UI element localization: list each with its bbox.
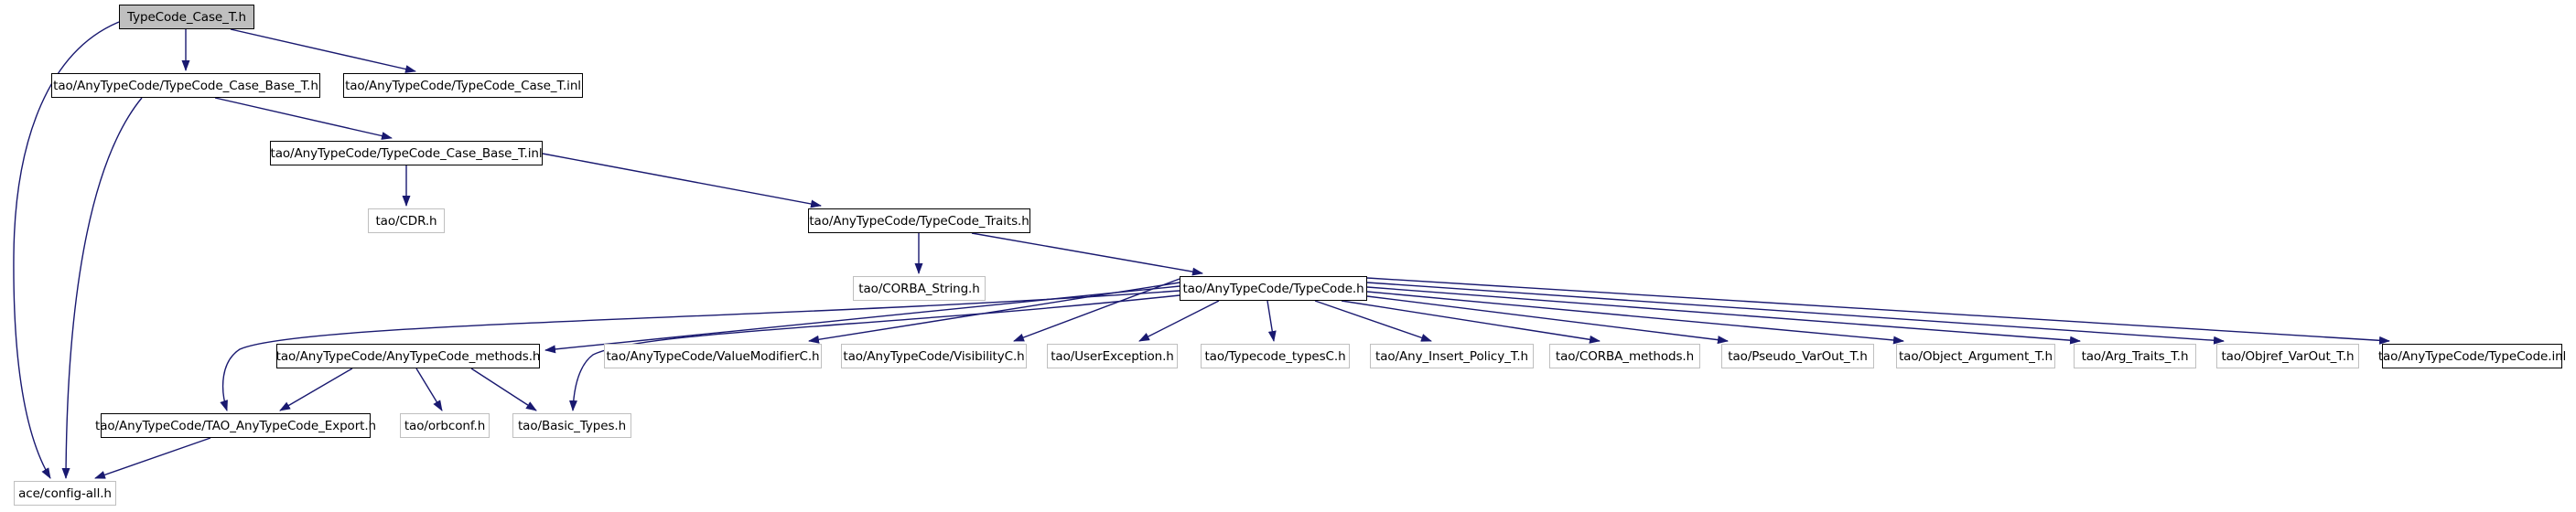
node-basic-types-h: tao/Basic_Types.h [512,413,631,438]
node-object-argument-t-h: tao/Object_Argument_T.h [1896,344,2055,368]
node-objref-varout-t-h: tao/Objref_VarOut_T.h [2216,344,2359,368]
edge-typecode_h-to-userexception_h [1138,300,1220,342]
edge-case_base_t_h-to-ace_config_all_h [61,97,143,479]
node-arg-traits-t-h: tao/Arg_Traits_T.h [2074,344,2196,368]
node-valuemodifierc-h: tao/AnyTypeCode/ValueModifierC.h [604,344,822,368]
node-case-base-t-h[interactable]: tao/AnyTypeCode/TypeCode_Case_Base_T.h [51,73,320,98]
edge-typecode_h-to-corba_methods_h [1341,300,1601,344]
edge-typecode_h-to-tao_anytypecode_export_h [220,290,1180,411]
node-case-t-inl[interactable]: tao/AnyTypeCode/TypeCode_Case_T.inl [343,73,583,98]
node-cdr-h: tao/CDR.h [368,208,445,233]
edge-case_base_t_h-to-case_base_t_inl [214,97,393,140]
edge-case_t_h-to-case_t_inl [230,28,416,73]
node-corba-string-h: tao/CORBA_String.h [853,276,986,301]
edge-anytypecode_methods_h-to-basic_types_h [470,368,537,411]
edge-typecode_h-to-any_insert_policy_t_h [1314,300,1432,342]
edge-typecode_h-to-basic_types_h [568,294,1180,411]
node-tao-anytypecode-export-h[interactable]: tao/AnyTypeCode/TAO_AnyTypeCode_Export.h [95,413,376,438]
edge-case_base_t_inl-to-typecode_traits_h [542,153,822,208]
edge-typecode_h-to-anytypecode_methods_h [544,285,1180,354]
node-visibilityc-h: tao/AnyTypeCode/VisibilityC.h [841,344,1027,368]
edge-typecode_h-to-typecode_inl [1366,277,2390,345]
edge-typecode_h-to-objref_varout_t_h [1366,282,2225,345]
edge-typecode_h-to-object_argument_t_h [1366,291,1904,345]
edge-typecode_h-to-typecode_typesc_h [1266,300,1277,342]
node-corba-methods-h: tao/CORBA_methods.h [1549,344,1700,368]
node-orbconf-h: tao/orbconf.h [400,413,490,438]
node-typecode-traits-h[interactable]: tao/AnyTypeCode/TypeCode_Traits.h [808,208,1030,233]
edge-typecode_traits_h-to-typecode_h [971,232,1203,276]
edge-group [13,21,2390,479]
node-typecode-typesc-h: tao/Typecode_typesC.h [1201,344,1350,368]
node-userexception-h: tao/UserException.h [1047,344,1178,368]
node-case-t-h: TypeCode_Case_T.h [119,5,254,29]
edge-anytypecode_methods_h-to-orbconf_h [415,368,443,411]
edge-anytypecode_methods_h-to-tao_anytypecode_export_h [279,368,353,411]
edge-typecode_h-to-pseudo_varout_t_h [1366,295,1729,345]
edge-typecode_h-to-arg_traits_t_h [1366,286,2081,345]
node-typecode-inl[interactable]: tao/AnyTypeCode/TypeCode.inl [2378,344,2566,368]
node-ace-config-all-h: ace/config-all.h [14,481,116,506]
node-anytypecode-methods-h[interactable]: tao/AnyTypeCode/AnyTypeCode_methods.h [276,344,540,368]
edge-case_t_h-to-ace_config_all_h [13,21,120,479]
edge-tao_anytypecode_export_h-to-ace_config_all_h [94,437,211,479]
node-case-base-t-inl[interactable]: tao/AnyTypeCode/TypeCode_Case_Base_T.inl [270,141,543,165]
node-pseudo-varout-t-h: tao/Pseudo_VarOut_T.h [1721,344,1874,368]
node-any-insert-policy-t-h: tao/Any_Insert_Policy_T.h [1370,344,1534,368]
node-typecode-h[interactable]: tao/AnyTypeCode/TypeCode.h [1180,276,1367,301]
